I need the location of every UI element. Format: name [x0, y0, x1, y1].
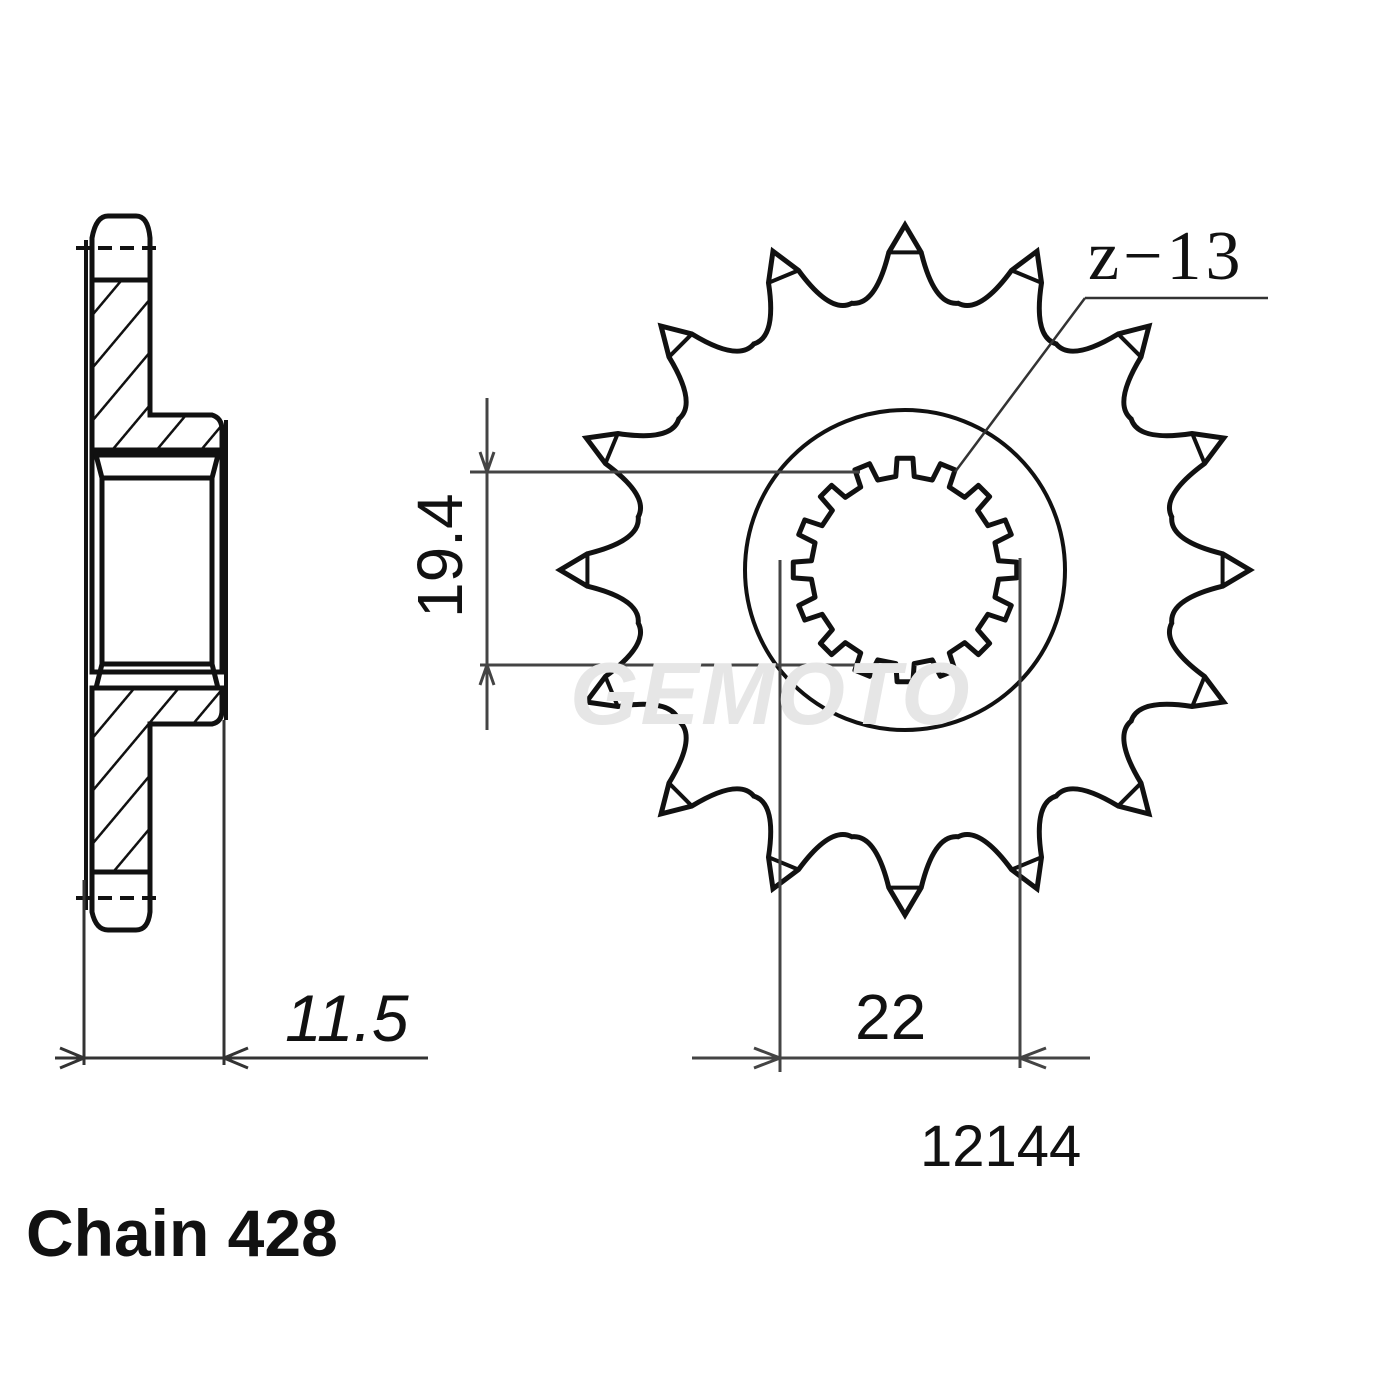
inner-spline: [790, 455, 1020, 685]
tooth-base-line: [1116, 332, 1143, 359]
tooth-base-line: [1010, 855, 1043, 872]
part-number: 12144: [920, 1114, 1082, 1179]
thickness-dimension-label: 11.5: [285, 981, 409, 1055]
teeth-count-label: z−13: [1088, 218, 1245, 295]
tooth-base-line: [603, 432, 620, 465]
tooth-base-line: [603, 675, 620, 708]
sprocket-outline: [555, 220, 1255, 920]
tooth-base-line: [667, 332, 694, 359]
bore-dimension-label: 19.4: [404, 493, 476, 618]
tooth-base-line: [1190, 432, 1207, 465]
spline-width-label: 22: [855, 981, 927, 1053]
tooth-base-line: [1010, 268, 1043, 285]
spline-width-dimension: [692, 558, 1090, 1072]
side-section-view: [76, 213, 228, 933]
watermark: GEMOTO: [570, 644, 972, 743]
tooth-base-line: [767, 268, 800, 285]
hub-circle: [743, 408, 1067, 732]
tooth-base-line: [667, 781, 694, 808]
tooth-base-line: [1190, 675, 1207, 708]
tooth-base-line: [1116, 781, 1143, 808]
spline-outline: [790, 455, 1020, 685]
teeth-leader: [953, 296, 1268, 473]
thickness-dimension: [55, 720, 428, 1070]
chain-size-label: Chain 428: [26, 1196, 338, 1270]
tooth-base-line: [767, 855, 800, 872]
bore-dimension: [470, 398, 900, 730]
sprocket-front-view: [555, 220, 1255, 920]
